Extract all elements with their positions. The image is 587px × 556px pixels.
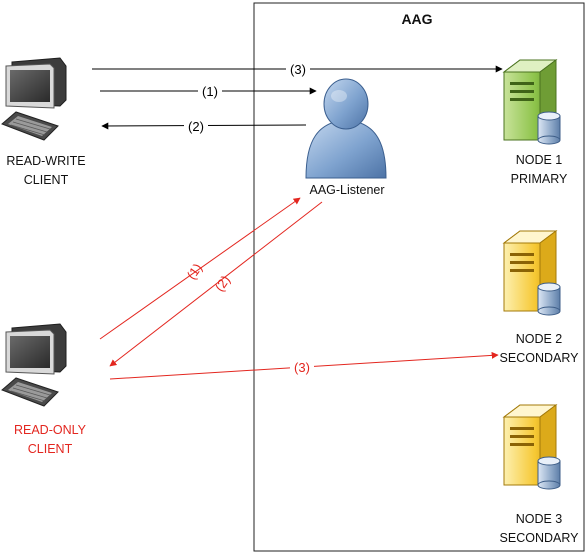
arrow-label-rw-to-primary: (3) <box>290 62 306 77</box>
arrow-label-bg <box>290 359 314 375</box>
arrow-label-ro-to-listener: (1) <box>184 261 205 283</box>
read-write-client-label-line1: READ-WRITE <box>6 154 85 168</box>
arrow-label-listener-to-rw: (2) <box>188 119 204 134</box>
read-only-client-label-line2: CLIENT <box>28 442 73 456</box>
read-write-client-label-line2: CLIENT <box>24 173 69 187</box>
node-1-server-icon <box>502 59 561 145</box>
arrow-label-bg <box>198 83 222 99</box>
listener-label: AAG-Listener <box>309 183 384 197</box>
aag-group-box <box>253 2 585 552</box>
node-3-label-line2: SECONDARY <box>500 531 580 545</box>
arrow-label-bg <box>184 118 208 134</box>
listener-person-icon <box>305 78 387 179</box>
read-write-client-icon <box>1 57 67 141</box>
node-1-label-line1: NODE 1 <box>516 153 563 167</box>
node-2-label-line2: SECONDARY <box>500 351 580 365</box>
read-only-client-label-line1: READ-ONLY <box>14 423 87 437</box>
node-2-server-icon <box>502 230 561 316</box>
arrow-listener-to-ro <box>109 201 323 367</box>
node-1-label-line2: PRIMARY <box>511 172 568 186</box>
arrow-ro-to-listener <box>99 197 301 340</box>
node-3-label-line1: NODE 3 <box>516 512 563 526</box>
arrow-label-listener-to-ro: (2) <box>212 273 233 295</box>
read-only-client-icon <box>1 323 67 407</box>
node-2-label-line1: NODE 2 <box>516 332 563 346</box>
aag-title: AAG <box>401 11 432 27</box>
arrow-label-ro-to-secondary: (3) <box>294 360 310 375</box>
arrow-label-rw-to-listener: (1) <box>202 84 218 99</box>
arrow-label-bg <box>286 61 310 77</box>
node-3-server-icon <box>502 404 561 490</box>
